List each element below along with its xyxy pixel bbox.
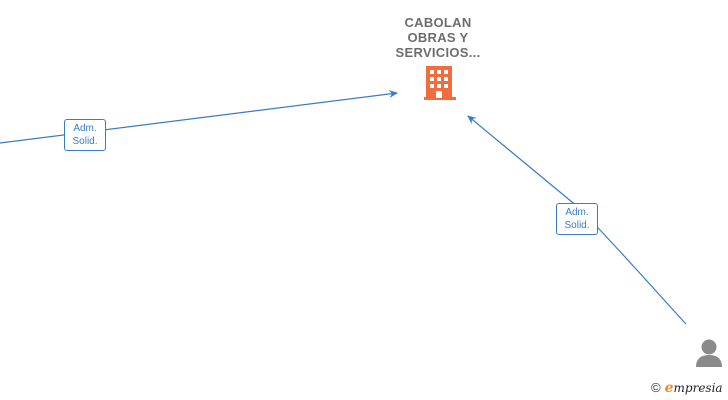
- edge-label-line: Adm.: [73, 123, 97, 134]
- edge-label-left: Adm. Solid.: [64, 119, 106, 151]
- edge-line-left: [0, 90, 398, 144]
- company-name-line: CABOLAN: [404, 15, 472, 30]
- company-name[interactable]: CABOLAN OBRAS Y SERVICIOS...: [368, 15, 508, 60]
- company-name-line: SERVICIOS...: [395, 45, 481, 60]
- edge-label-line: Solid.: [564, 220, 590, 231]
- edge-label-line: Adm.: [565, 207, 589, 218]
- edge-label-person: Adm. Solid.: [556, 203, 598, 235]
- brand-logo-text: mpresia: [673, 381, 723, 395]
- edge-label-line: Solid.: [72, 136, 98, 147]
- copyright-symbol: ©: [651, 380, 661, 395]
- building-icon[interactable]: [424, 66, 456, 100]
- company-name-line: OBRAS Y: [407, 30, 469, 45]
- brand-logo-initial: e: [664, 380, 674, 396]
- footer-brand[interactable]: ©empresia: [651, 380, 723, 398]
- person-icon[interactable]: [696, 339, 722, 368]
